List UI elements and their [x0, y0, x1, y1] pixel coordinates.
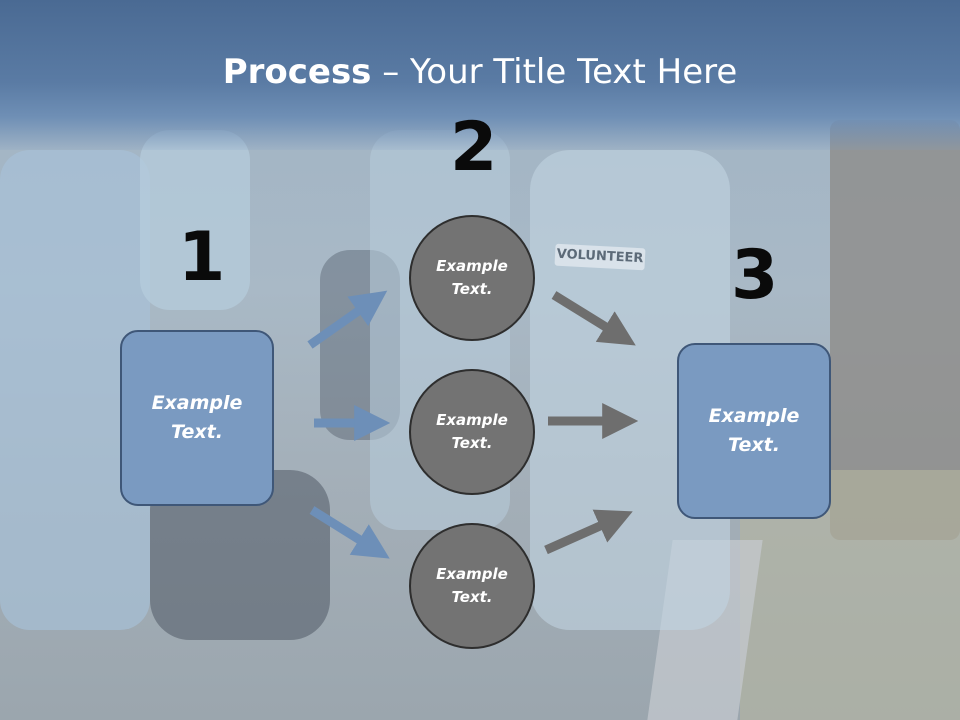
- step-number-2: 2: [450, 108, 498, 187]
- circle-top-line2: Text.: [451, 280, 493, 298]
- right-box-line2: Text.: [728, 434, 780, 456]
- right-box-line1: Example: [708, 405, 800, 427]
- arrow-circle-bottom-to-box: [544, 509, 633, 555]
- arrow-box-to-circle-top: [307, 290, 388, 349]
- circle-top-line1: Example: [436, 257, 508, 275]
- title-bold: Process: [222, 52, 372, 92]
- circle-bottom-line2: Text.: [451, 588, 493, 606]
- title-rest: – Your Title Text Here: [371, 52, 738, 92]
- arrow-box-to-circle-bottom: [309, 506, 390, 559]
- page-title: Process – Your Title Text Here: [0, 52, 960, 92]
- circle-middle-line1: Example: [436, 411, 508, 429]
- photo-person-left2: [140, 130, 250, 310]
- step-number-3: 3: [731, 236, 779, 315]
- title-bar: [0, 0, 960, 150]
- arrow-circle-top-to-box: [551, 291, 636, 346]
- left-box-line2: Text.: [171, 421, 223, 443]
- circle-middle-line2: Text.: [451, 434, 493, 452]
- circle-bottom-line1: Example: [436, 565, 508, 583]
- step-number-1: 1: [178, 218, 226, 297]
- left-box-line1: Example: [151, 392, 243, 414]
